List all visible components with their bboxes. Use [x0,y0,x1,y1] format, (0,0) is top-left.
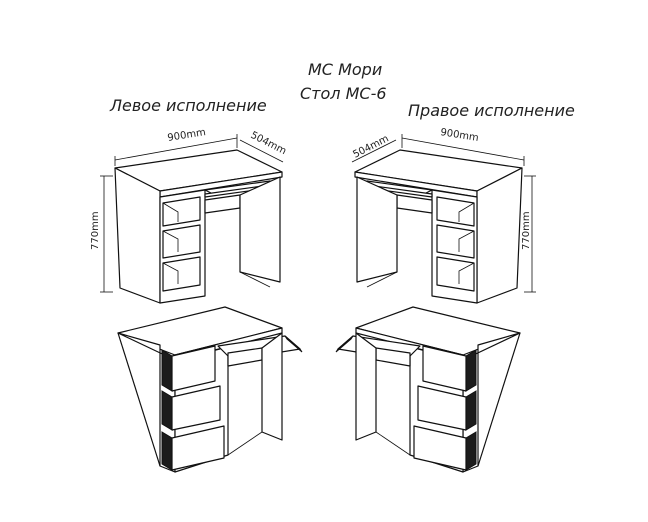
left-variant-label: Левое исполнение [110,96,267,115]
model-code: Стол МС-6 [300,84,387,103]
left-desk-closed: 900mm 504mm 770mm [90,127,288,304]
left-desk-open [117,306,303,473]
model-name: МС Мори [308,60,383,79]
right-variant-label: Правое исполнение [408,101,575,120]
right-width-label: 900mm [440,127,480,144]
right-desk-closed: 900mm 504mm 770mm [351,127,536,304]
left-width-label: 900mm [167,127,207,144]
left-height-label: 770mm [90,211,101,250]
right-depth-label: 504mm [351,133,390,160]
left-depth-label: 504mm [249,130,288,157]
right-height-label: 770mm [521,211,532,250]
right-desk-open [335,306,521,473]
